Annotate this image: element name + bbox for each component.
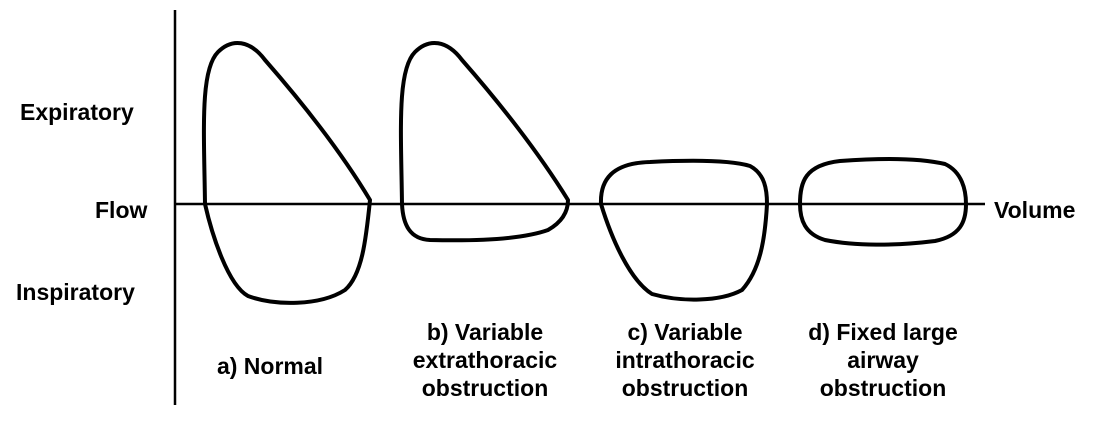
caption-d-line-3: obstruction — [819, 375, 947, 401]
flow-label: Flow — [95, 197, 148, 223]
variable-intrathoracic-loop — [598, 158, 769, 302]
caption-c-line-3: obstruction — [621, 375, 749, 401]
caption-d-line-1: d) Fixed large — [808, 319, 958, 345]
caption-b-line-2: extrathoracic — [412, 347, 558, 373]
normal-loop — [201, 41, 372, 305]
caption-c-line-2: intrathoracic — [615, 347, 755, 373]
caption-normal: a) Normal — [195, 352, 345, 380]
caption-b-line-1: b) Variable — [426, 319, 544, 345]
volume-label: Volume — [994, 197, 1076, 223]
variable-extrathoracic-loop — [398, 41, 570, 243]
caption-c-line-1: c) Variable — [627, 319, 743, 345]
inspiratory-label: Inspiratory — [16, 279, 135, 305]
caption-b-line-3: obstruction — [421, 375, 549, 401]
caption-normal-line-1: a) Normal — [216, 353, 324, 379]
caption-d-line-2: airway — [847, 347, 919, 373]
expiratory-label: Expiratory — [20, 99, 134, 125]
caption-variable-extrathoracic: b) Variable extrathoracic obstruction — [390, 318, 580, 402]
fixed-airway-loop — [798, 157, 968, 247]
caption-variable-intrathoracic: c) Variable intrathoracic obstruction — [590, 318, 780, 402]
caption-fixed-large-airway: d) Fixed large airway obstruction — [788, 318, 978, 402]
